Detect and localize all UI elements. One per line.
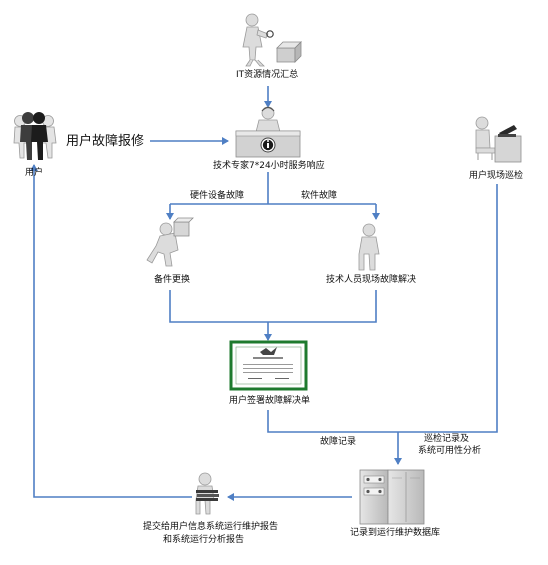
flow-lines	[30, 86, 498, 501]
engineer-at-computer-icon	[475, 116, 522, 163]
report-line1: 提交给用户信息系统运行维护报告	[143, 520, 278, 532]
person-carrying-box-icon	[146, 217, 194, 267]
hardware-fault-label: 硬件设备故障	[190, 189, 244, 201]
certificate-icon	[229, 340, 308, 391]
inspect-record-line1: 巡检记录及	[424, 432, 469, 444]
expert-label: 技术专家7*24小时服务响应	[213, 159, 325, 171]
line-fault-record	[267, 410, 398, 433]
line-expert-split	[170, 172, 376, 205]
technician-icon	[358, 223, 380, 271]
inspect-record-line2: 系统可用性分析	[418, 444, 481, 456]
record-db-label: 记录到运行维护数据库	[350, 526, 440, 538]
user-label: 用户	[25, 166, 43, 178]
it-summary-label: IT资源情况汇总	[236, 68, 298, 80]
box-icon	[276, 41, 302, 63]
tech-onsite-label: 技术人员现场故障解决	[326, 273, 416, 285]
report-line2: 和系统运行分析报告	[163, 533, 244, 545]
server-cabinet-icon	[359, 469, 425, 525]
expert-helpdesk-icon	[235, 106, 301, 158]
spare-replace-label: 备件更换	[154, 273, 190, 285]
arrow-report-to-user	[30, 164, 192, 498]
users-group-icon	[13, 112, 57, 160]
onsite-inspection-label: 用户现场巡检	[469, 169, 523, 181]
line-inspection	[398, 184, 498, 433]
sign-form-label: 用户签署故障解决单	[229, 394, 310, 406]
line-merge	[169, 290, 377, 323]
person-magnifier-icon	[242, 13, 274, 67]
software-fault-label: 软件故障	[301, 189, 337, 201]
user-report-label: 用户故障报修	[66, 133, 144, 149]
fault-record-label: 故障记录	[320, 435, 356, 447]
person-with-reports-icon	[195, 472, 219, 515]
